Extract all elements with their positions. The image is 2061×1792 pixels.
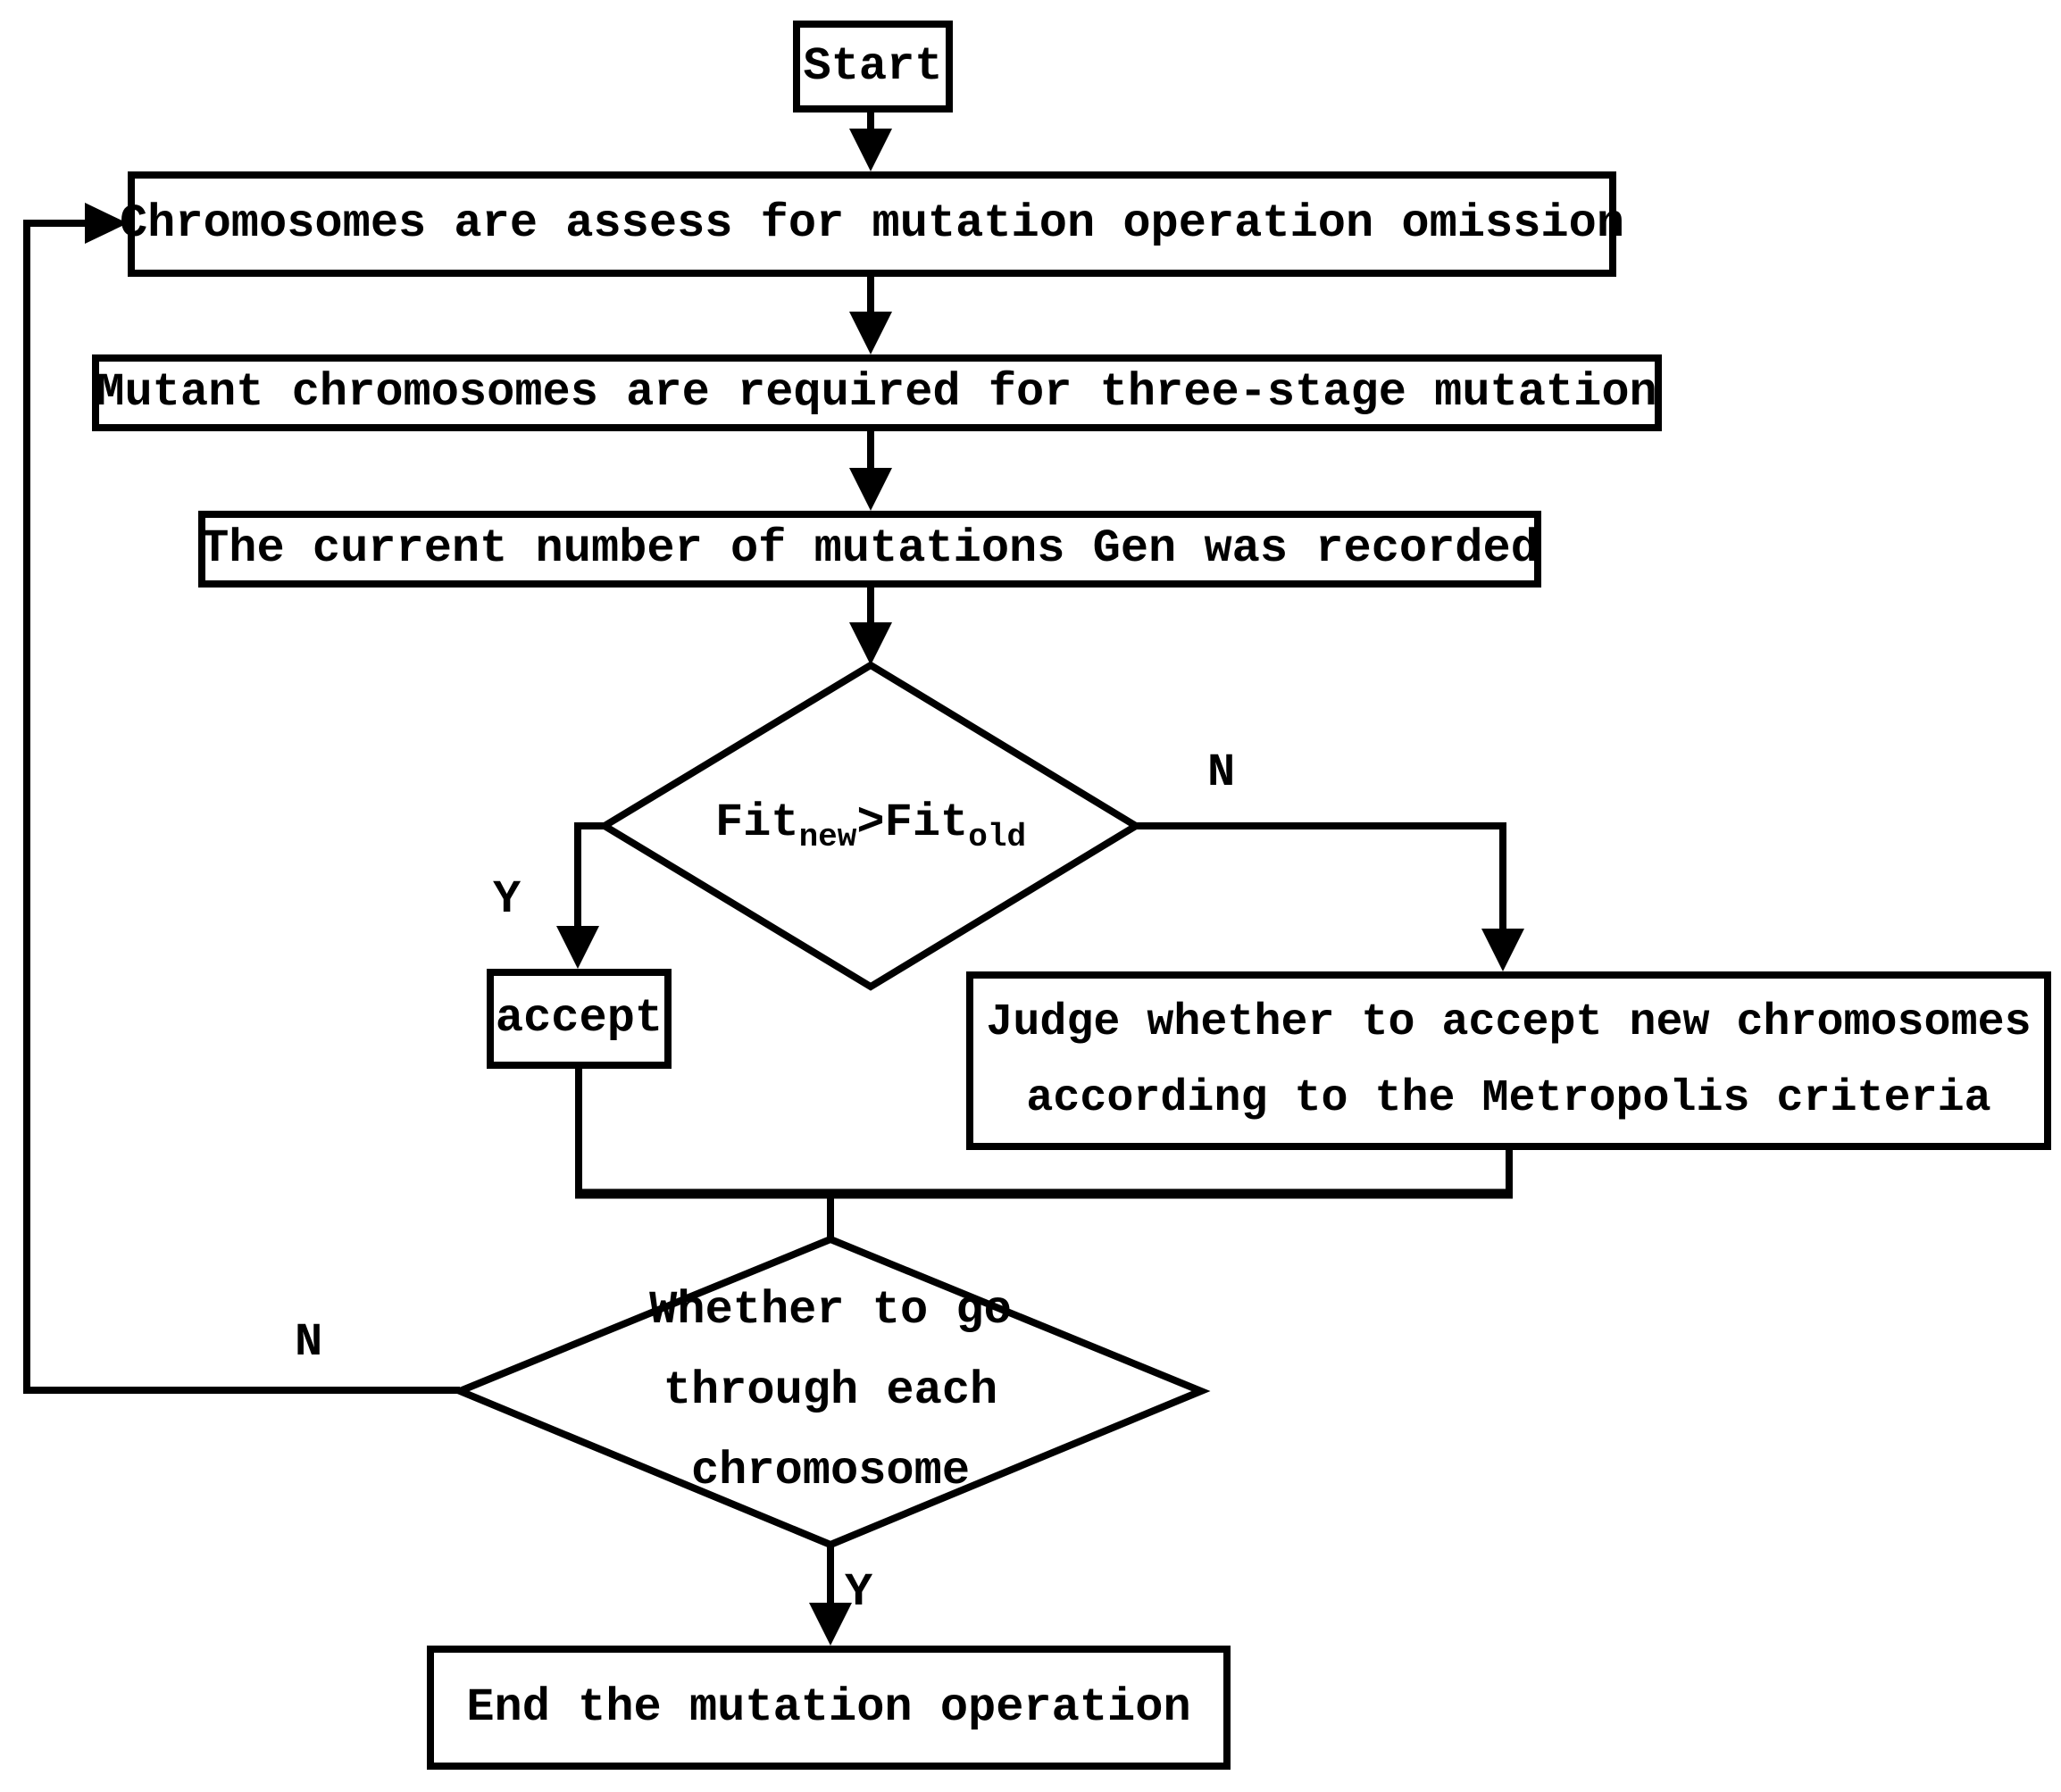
end-node: End the mutation operation: [427, 1646, 1231, 1770]
edge-fitness-yes-to-accept: [574, 822, 605, 929]
assess-node: Chromosomes are assess for mutation oper…: [120, 171, 1624, 277]
loop-decision-line3: chromosome: [690, 1445, 971, 1497]
fitness-decision-label: Fitnew>Fitold: [692, 786, 1049, 866]
record-node-label: The current number of mutations Gen was …: [201, 522, 1539, 576]
arrowhead-assess-to-mutant: [849, 312, 892, 354]
arrowhead-no-to-metropolis: [1481, 929, 1524, 971]
mutant-node: Mutant chromosomes are required for thre…: [92, 354, 1662, 431]
record-node: The current number of mutations Gen was …: [198, 511, 1541, 588]
metropolis-node: Judge whether to accept new chromosomes …: [966, 971, 2051, 1150]
metropolis-node-line2: according to the Metropolis criteria: [1026, 1073, 1991, 1124]
start-node: Start: [793, 21, 953, 113]
loop-decision-line2: through each: [663, 1364, 998, 1417]
fitness-decision-diamond: [597, 661, 1143, 991]
fitness-fit-old-sub: old: [968, 819, 1027, 855]
edge-loop-no-back-to-assess: [23, 220, 460, 1394]
assess-node-label: Chromosomes are assess for mutation oper…: [119, 197, 1625, 251]
loop-decision-diamond: [450, 1235, 1211, 1549]
accept-node: accept: [487, 969, 672, 1069]
arrowhead-start-to-assess: [849, 129, 892, 171]
edge-fitness-no-to-metropolis: [1136, 822, 1506, 932]
end-node-label: End the mutation operation: [466, 1680, 1191, 1734]
arrowhead-record-to-fitness: [849, 622, 892, 665]
metropolis-node-line1: Judge whether to accept new chromosomes: [986, 997, 2032, 1048]
fitness-no-label: N: [1207, 746, 1236, 799]
start-node-label: Start: [803, 39, 943, 93]
arrowhead-mutant-to-record: [849, 468, 892, 511]
loop-decision-label: Whether to go through each chromosome: [607, 1266, 1054, 1516]
arrowhead-loop-back-to-assess: [85, 203, 128, 244]
fitness-operator: >: [856, 796, 885, 849]
fitness-fit-new-sub: new: [798, 819, 857, 855]
fitness-yes-label: Y: [493, 873, 522, 926]
fitness-fit-old-base: Fit: [884, 796, 969, 849]
loop-decision-line1: Whether to go: [649, 1284, 1012, 1337]
mutant-node-label: Mutant chromosomes are required for thre…: [96, 366, 1657, 420]
accept-node-label: accept: [495, 992, 663, 1046]
arrowhead-loop-yes-to-end: [809, 1603, 852, 1646]
loop-no-label: N: [295, 1316, 323, 1369]
loop-yes-label: Y: [845, 1566, 873, 1619]
fitness-fit-new-base: Fit: [714, 796, 799, 849]
arrowhead-yes-to-accept: [556, 926, 599, 969]
